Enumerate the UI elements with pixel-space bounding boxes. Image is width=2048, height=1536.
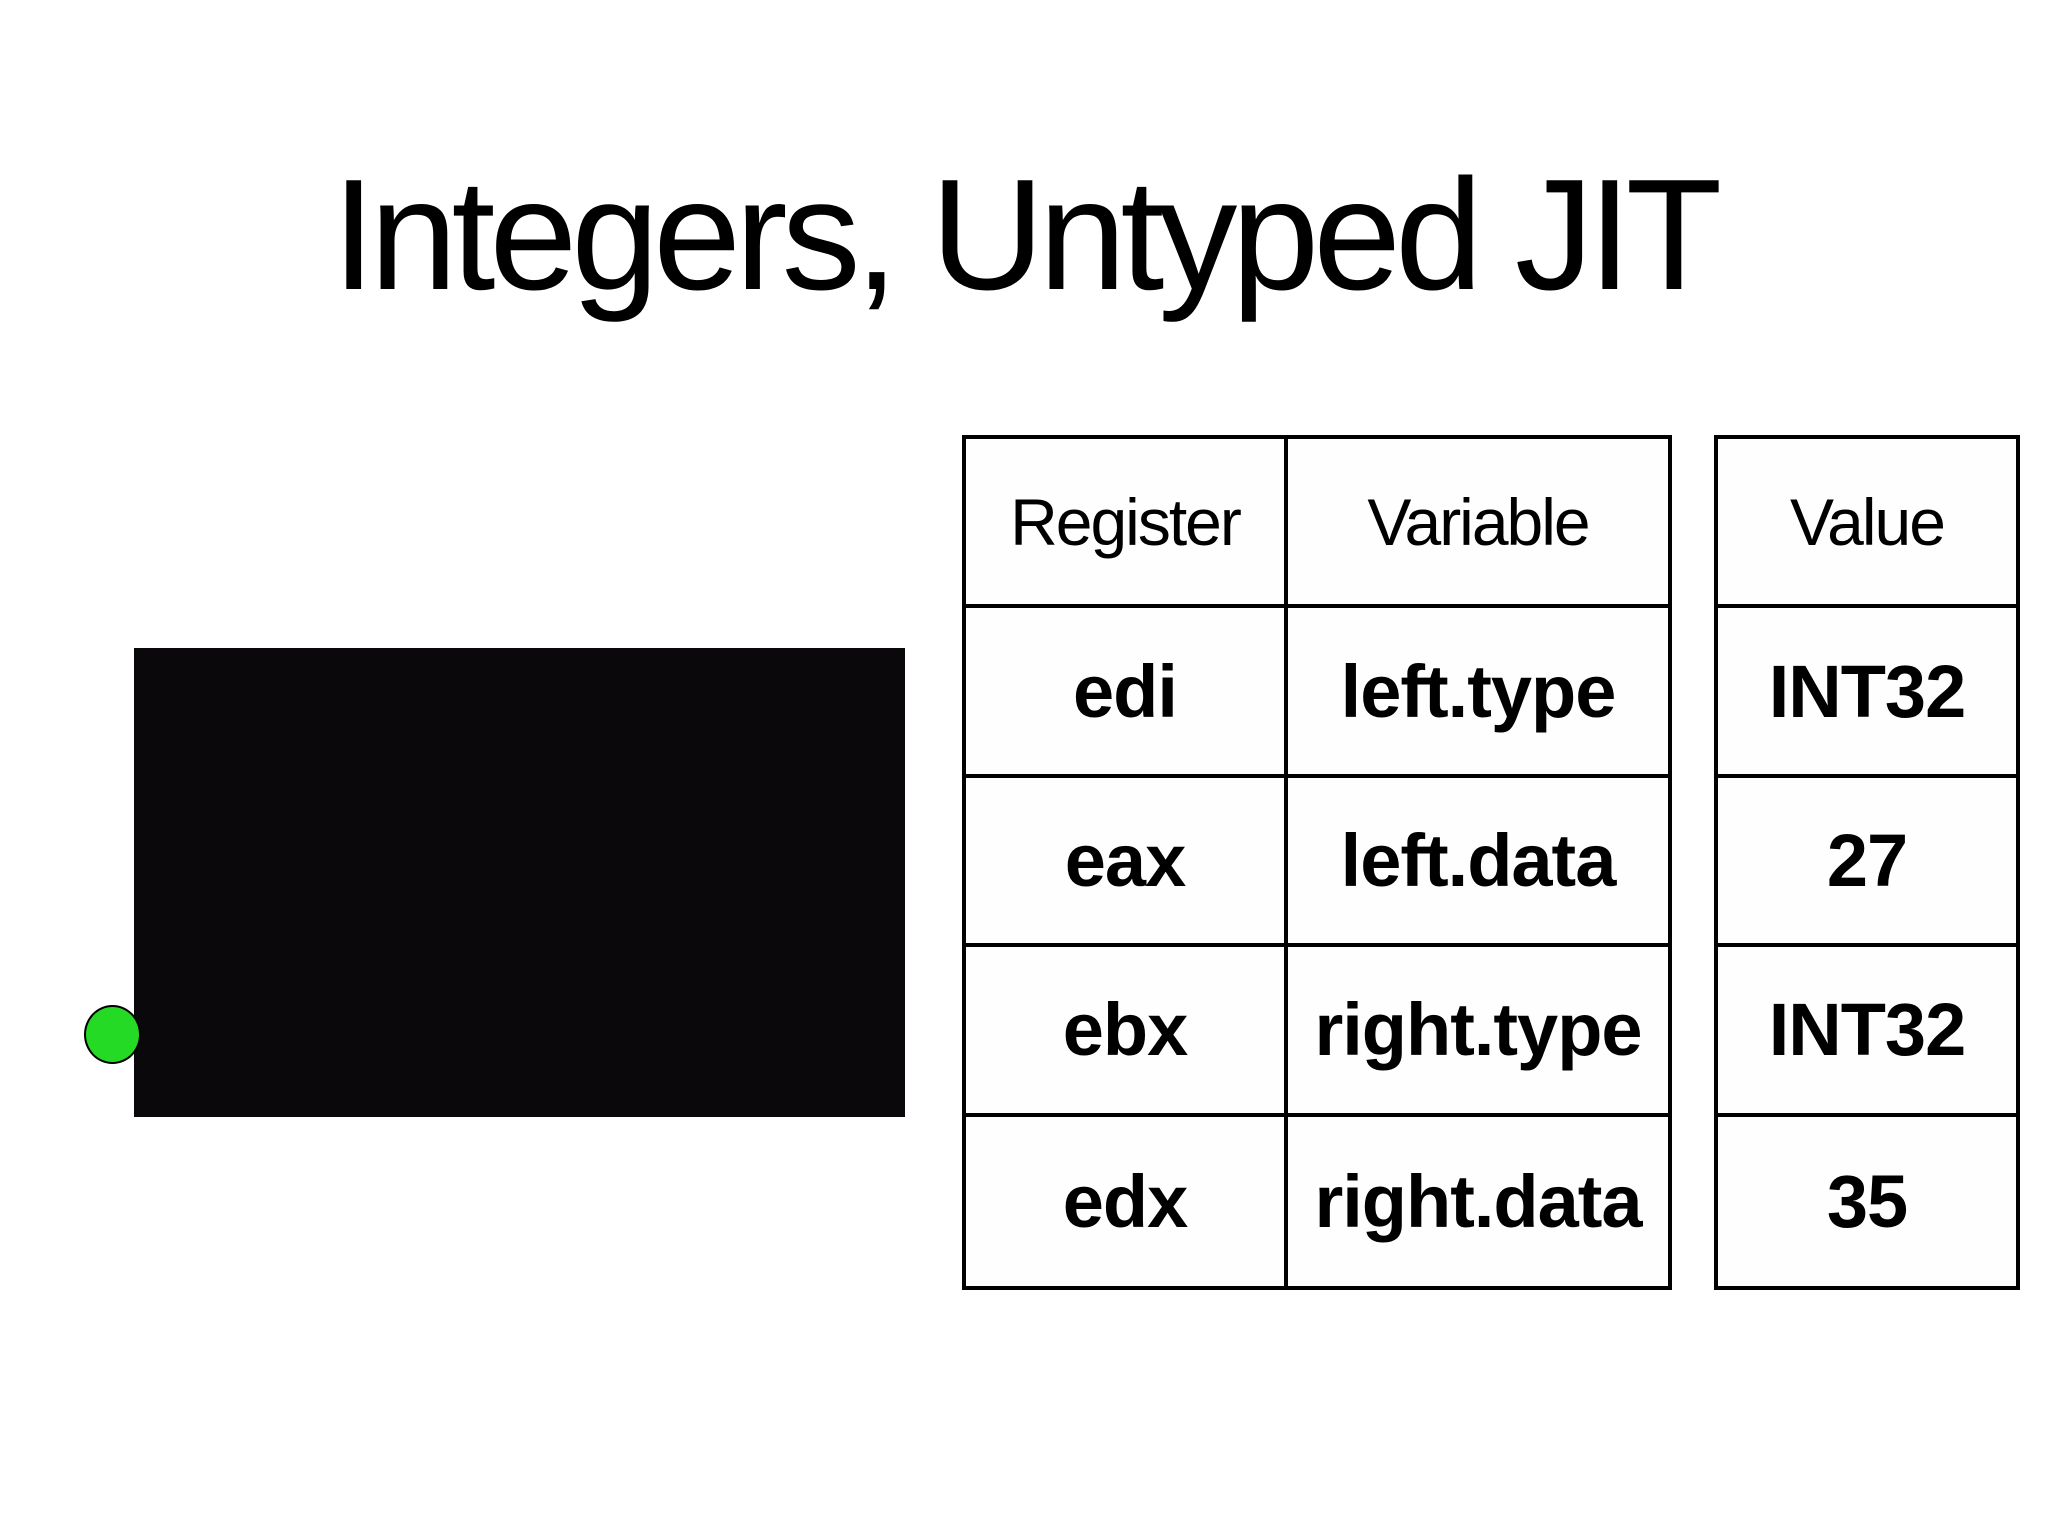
register-cell-edx: edx — [966, 1116, 1288, 1286]
value-cell-left-data: 27 — [1718, 778, 2016, 948]
value-table: Value INT32 27 INT32 35 — [1714, 435, 2020, 1290]
variable-cell-right-data: right.data — [1314, 1159, 1642, 1243]
register-cell-ebx: ebx — [966, 947, 1288, 1117]
variable-cell-right-type: right.type — [1288, 947, 1668, 1117]
register-cell-eax: eax — [966, 777, 1288, 948]
value-column-header: Value — [1718, 439, 2016, 609]
register-column-header: Register — [966, 439, 1288, 609]
current-instruction-marker-icon — [84, 1005, 141, 1064]
variable-cell-left-data: left.data — [1288, 778, 1668, 948]
value-cell-left-type: INT32 — [1718, 608, 2016, 778]
slide-title: Integers, Untyped JIT — [331, 147, 1723, 323]
assembly-code-block: cmp edi, 0xffffff81 jne other cmp ebx, 0… — [134, 648, 905, 1117]
assembly-code-lines: cmp edi, 0xffffff81 jne other cmp ebx, 0… — [276, 1427, 734, 1536]
register-variable-table: Register Variable edi left.type eax left… — [962, 435, 1672, 1290]
value-cell-right-type: INT32 — [1718, 947, 2016, 1117]
value-cell-right-data: 35 — [1826, 1159, 1908, 1243]
variable-cell-left-type: left.type — [1288, 608, 1668, 778]
register-cell-edi: edi — [966, 608, 1288, 778]
variable-column-header: Variable — [1288, 439, 1668, 609]
